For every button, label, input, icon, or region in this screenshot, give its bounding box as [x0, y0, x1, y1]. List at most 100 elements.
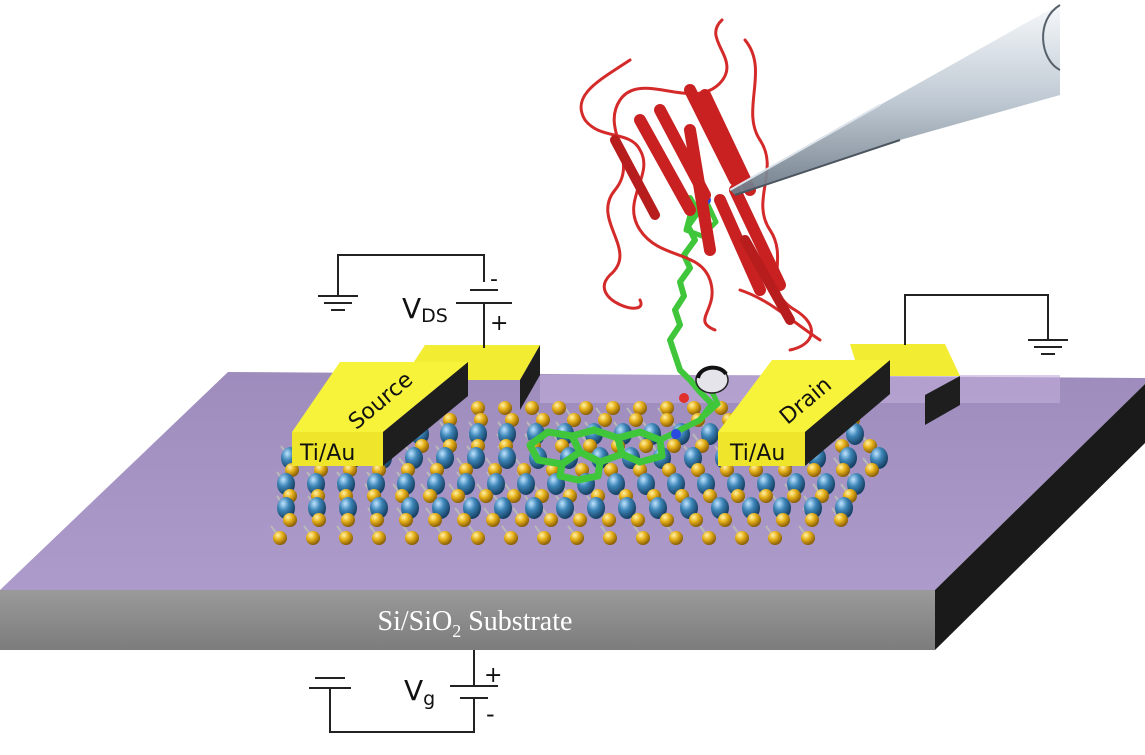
vg-label: Vg — [404, 674, 435, 710]
sulfur-atom — [573, 513, 587, 527]
vg-plus: + — [484, 663, 502, 688]
sulfur-atom — [438, 531, 452, 545]
drain-electrode-side — [805, 360, 890, 466]
sulfur-atom — [370, 513, 384, 527]
sulfur-atom — [372, 531, 386, 545]
substrate-side-face — [935, 384, 1145, 650]
molybdenum-atom — [467, 447, 485, 469]
molybdenum-atom — [757, 473, 775, 495]
sulfur-atom — [731, 489, 745, 503]
molybdenum-atom — [607, 473, 625, 495]
substrate-label: Si/SiO2 Substrate — [378, 606, 573, 641]
molybdenum-atom — [618, 497, 636, 519]
drain-wire — [904, 294, 1049, 345]
sulfur-atom — [768, 531, 782, 545]
sulfur-atom — [471, 531, 485, 545]
molybdenum-atom — [587, 497, 605, 519]
source-electrode-front — [292, 432, 383, 466]
sulfur-atom — [606, 401, 620, 415]
substrate-front-face — [0, 590, 935, 650]
sulfur-atom — [544, 513, 558, 527]
sulfur-atom — [507, 489, 521, 503]
sulfur-atom — [801, 531, 815, 545]
sulfur-atom — [631, 513, 645, 527]
sulfur-atom — [428, 513, 442, 527]
molybdenum-atom — [525, 497, 543, 519]
drain-electrode: Drain Ti/Au — [718, 344, 960, 466]
gate-wire — [329, 688, 475, 733]
sulfur-atom — [691, 463, 705, 477]
sulfur-atom — [660, 413, 674, 427]
sulfur-atom — [536, 413, 550, 427]
sulfur-atom — [776, 513, 790, 527]
sulfur-atom — [498, 401, 512, 415]
sulfur-atom — [747, 513, 761, 527]
drain-electrode-top — [718, 360, 890, 432]
source-material-label: Ti/Au — [299, 441, 355, 466]
sulfur-atom — [451, 489, 465, 503]
linker-molecule — [526, 195, 721, 484]
sulfur-atom — [602, 513, 616, 527]
sulfur-atom — [479, 489, 493, 503]
molybdenum-atom — [773, 497, 791, 519]
sulfur-atom — [515, 513, 529, 527]
sulfur-atom — [807, 463, 821, 477]
sulfur-atom — [567, 413, 581, 427]
ds-wire-ground — [337, 254, 485, 296]
pyrene-anchor — [526, 426, 666, 484]
substrate-label-subscript: 2 — [452, 621, 461, 641]
sulfur-atom — [525, 401, 539, 415]
molybdenum-atom — [457, 473, 475, 495]
molybdenum-atom — [556, 497, 574, 519]
protein-ribbon — [579, 18, 822, 352]
drain-source-circuit — [318, 254, 512, 348]
sulfur-atom — [759, 489, 773, 503]
sulfur-atom — [471, 401, 485, 415]
source-electrode: Source Ti/Au — [292, 345, 540, 466]
sulfur-atom — [339, 531, 353, 545]
gate-circuit — [309, 650, 498, 733]
droplet — [695, 365, 729, 394]
sulfur-atom — [836, 463, 850, 477]
molybdenum-atom — [846, 423, 864, 445]
sulfur-atom — [570, 531, 584, 545]
vds-main: V — [402, 292, 421, 325]
pipette-body — [730, 5, 1060, 195]
sulfur-atom — [504, 531, 518, 545]
sulfur-atom — [687, 401, 701, 415]
sulfur-atom — [660, 401, 674, 415]
sulfur-atom — [341, 513, 355, 527]
sulfur-atom — [805, 513, 819, 527]
sulfur-atom — [667, 439, 681, 453]
sulfur-atom — [703, 489, 717, 503]
sulfur-atom — [283, 513, 297, 527]
sulfur-atom — [273, 531, 287, 545]
sulfur-atom — [312, 513, 326, 527]
molybdenum-atom — [804, 497, 822, 519]
vds-plus: + — [490, 311, 508, 336]
molybdenum-atom — [649, 497, 667, 519]
sulfur-atom — [579, 401, 593, 415]
sulfur-atom — [552, 401, 566, 415]
pipette-edge — [1042, 4, 1061, 71]
sulfur-atom — [720, 463, 734, 477]
molybdenum-atom — [337, 473, 355, 495]
molybdenum-atom — [463, 497, 481, 519]
molybdenum-atom — [339, 497, 357, 519]
source-electrode-back-side — [520, 345, 540, 410]
sulfur-atom — [778, 463, 792, 477]
sulfur-atom — [689, 513, 703, 527]
sulfur-atom — [702, 531, 716, 545]
sulfur-atom — [749, 463, 763, 477]
sulfur-atom — [636, 531, 650, 545]
sulfur-atom — [718, 513, 732, 527]
oxygen-atom — [679, 393, 689, 403]
sulfur-atom — [735, 531, 749, 545]
drain-electrode-front — [718, 432, 805, 466]
sulfur-atom — [583, 439, 597, 453]
pipette — [729, 4, 1061, 196]
sulfur-atom — [603, 531, 617, 545]
nitrogen-atom — [671, 429, 681, 439]
